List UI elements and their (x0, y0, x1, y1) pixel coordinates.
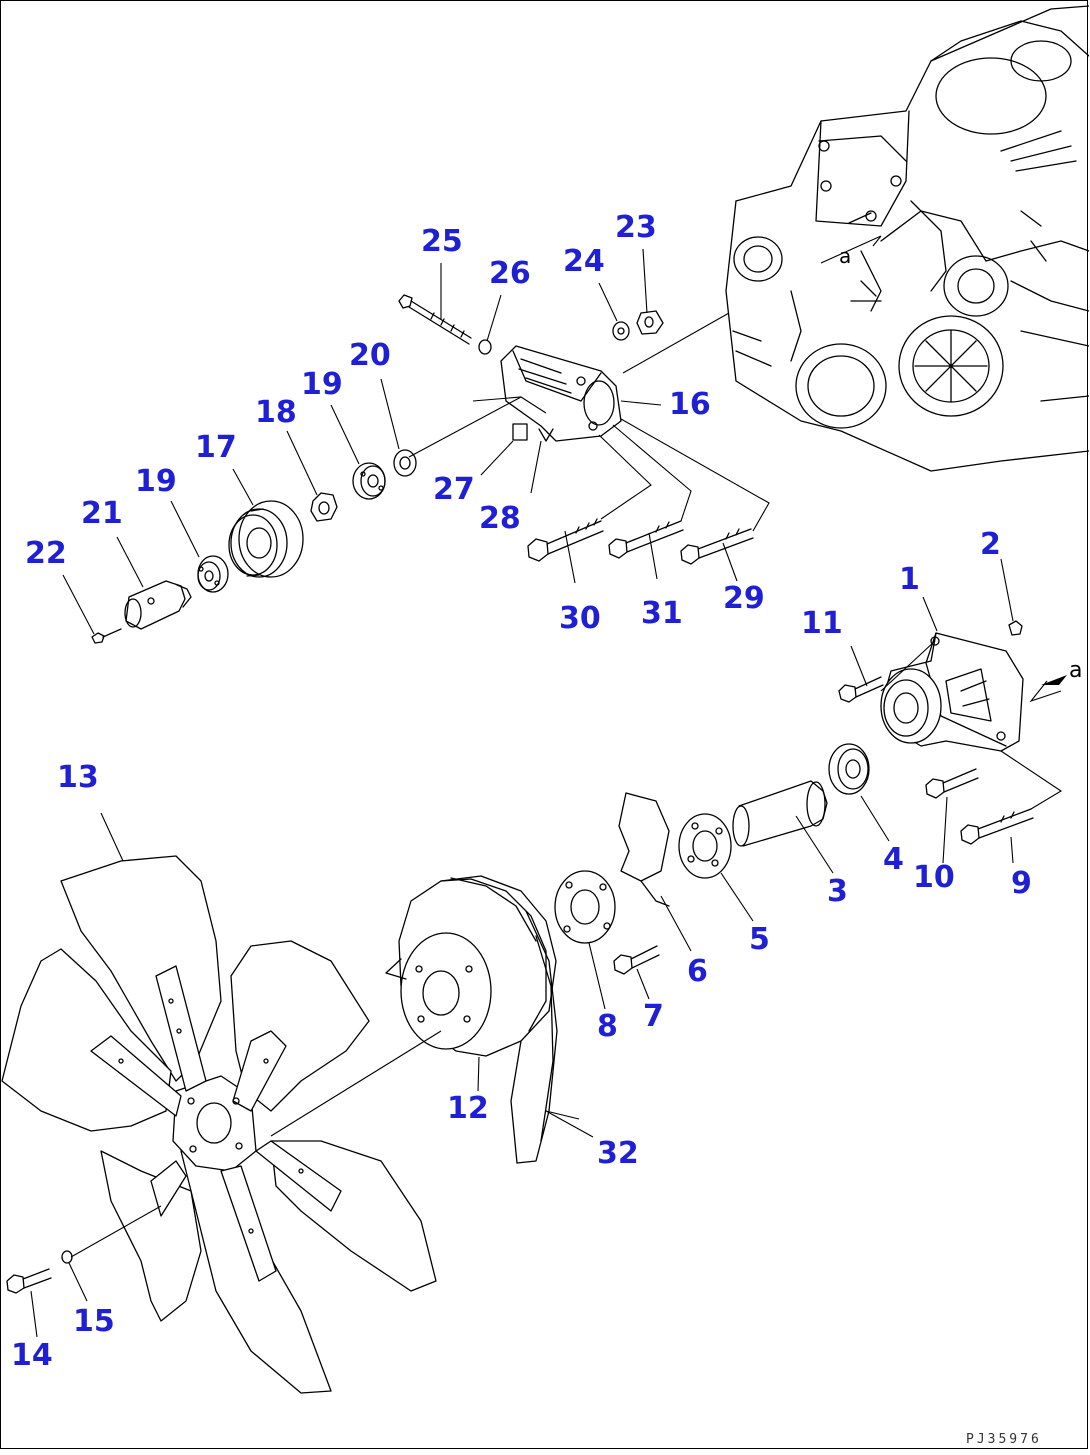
washer-26 (478, 339, 492, 355)
label-18: 18 (255, 395, 297, 430)
label-26: 26 (489, 256, 531, 291)
label-9: 9 (1011, 866, 1032, 901)
bearing-19-upper (352, 462, 386, 500)
washer-20 (393, 449, 417, 477)
label-20: 20 (349, 338, 391, 373)
label-19-lower: 19 (135, 464, 177, 499)
bolt-10 (925, 768, 979, 799)
label-28: 28 (479, 501, 521, 536)
label-14: 14 (11, 1338, 53, 1373)
bolt-2 (1008, 620, 1023, 636)
label-10: 10 (913, 860, 955, 895)
label-27: 27 (433, 472, 475, 507)
idler-pulley-17 (228, 500, 304, 578)
cooling-fan-13 (1, 855, 437, 1394)
label-23: 23 (615, 210, 657, 245)
label-25: 25 (421, 224, 463, 259)
label-16: 16 (669, 387, 711, 422)
label-8: 8 (597, 1009, 618, 1044)
fan-pulley-12 (385, 875, 557, 1057)
label-21: 21 (81, 496, 123, 531)
label-3: 3 (827, 874, 848, 909)
bolt-25 (398, 294, 472, 345)
bolt-9 (960, 808, 1034, 845)
washer-24-inner (617, 327, 625, 335)
label-17: 17 (195, 430, 237, 465)
label-11: 11 (801, 606, 843, 641)
shaft-3 (732, 780, 828, 847)
bolt-29 (680, 528, 754, 565)
label-4: 4 (883, 842, 904, 877)
engine-block (725, 5, 1090, 472)
bolt-7 (613, 945, 660, 975)
spacer-18 (310, 492, 338, 522)
bolt-31 (608, 520, 684, 559)
doc-number: PJ35976 (966, 1432, 1042, 1447)
nut-23 (636, 310, 664, 335)
bolt-22 (91, 628, 122, 644)
label-30: 30 (559, 601, 601, 636)
washer-15 (61, 1250, 73, 1264)
label-1: 1 (899, 562, 920, 597)
label-22: 22 (25, 536, 67, 571)
callout-labels: 1 2 3 4 5 6 7 8 9 10 11 12 13 14 15 16 1… (11, 210, 1032, 1373)
ref-mark-a-right: a (1069, 658, 1082, 683)
label-12: 12 (447, 1091, 489, 1126)
bolt-30 (527, 518, 604, 562)
label-32: 32 (597, 1136, 639, 1171)
tensioner-bracket (500, 345, 622, 442)
bolt-14 (6, 1268, 52, 1294)
ref-mark-a-upper: a (839, 244, 851, 268)
label-5: 5 (749, 922, 770, 957)
spacer-5 (678, 813, 732, 879)
seal-4 (828, 743, 870, 795)
label-31: 31 (641, 596, 683, 631)
leader-lines (30, 235, 1063, 1338)
label-13: 13 (57, 760, 99, 795)
shaft-21 (124, 580, 192, 630)
bearing-19-lower (197, 555, 229, 593)
ref-arrow-right (1041, 675, 1067, 685)
flange-8 (554, 870, 616, 944)
label-29: 29 (723, 581, 765, 616)
label-2: 2 (980, 527, 1001, 562)
label-24: 24 (563, 244, 605, 279)
bolt-11 (838, 676, 884, 703)
v-belt-32 (510, 910, 558, 1164)
plate-6 (618, 792, 670, 907)
label-15: 15 (73, 1304, 115, 1339)
washer-24 (612, 321, 630, 341)
label-6: 6 (687, 954, 708, 989)
label-19-upper: 19 (301, 367, 343, 402)
fan-bracket-1 (880, 632, 1024, 752)
label-7: 7 (643, 999, 664, 1034)
